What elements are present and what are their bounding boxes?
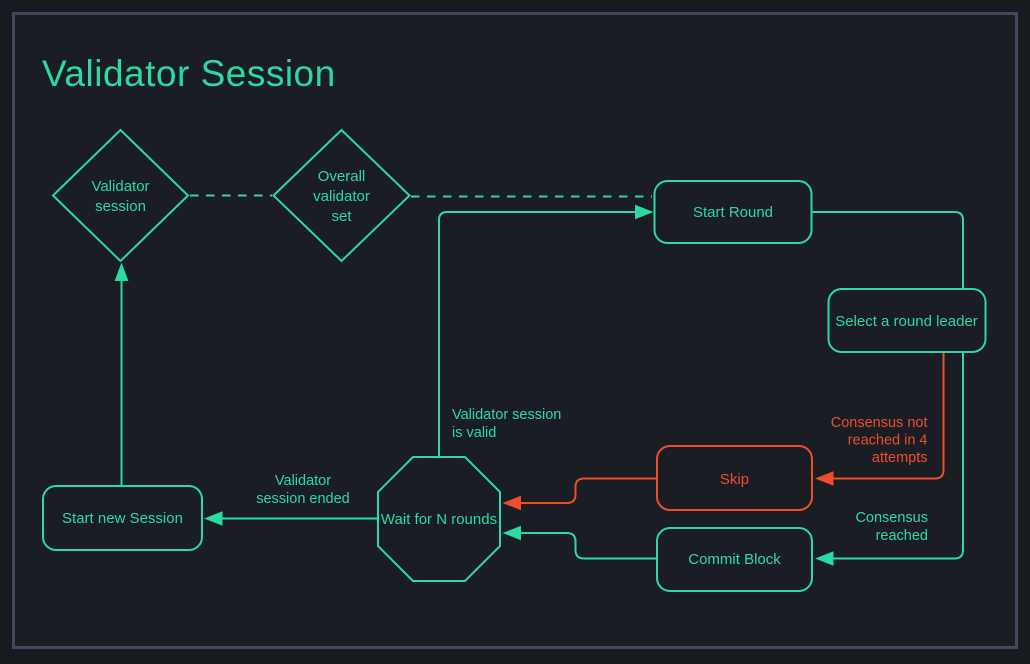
node-box (656, 527, 813, 592)
arrowhead-commit-into-wait (502, 525, 521, 541)
octagon-shape (377, 456, 501, 582)
node-label: Select a round leader (835, 313, 978, 330)
arrowhead-into-start-round (635, 204, 654, 220)
diamond-shape (51, 128, 190, 263)
node-label-line: Validator (91, 178, 149, 195)
node-box (656, 445, 813, 511)
edge-label-line: session ended (256, 491, 350, 507)
arrowhead-into-validator-session (114, 262, 129, 281)
arrowhead-skip-into-wait (502, 495, 521, 511)
node-label: Start Round (693, 204, 773, 221)
edge-select-leader-to-commit-block (832, 352, 964, 560)
node-label-line: Overall (318, 168, 366, 185)
edge-label-line: reached (876, 528, 928, 544)
node-start-new-session: Start new Session (42, 485, 203, 551)
node-wait-for-n-rounds: Wait for N rounds (377, 456, 501, 582)
edge-label-line: Consensus not (831, 415, 928, 431)
edge-label-session-ended: Validator session ended (256, 473, 350, 507)
canvas-frame (12, 12, 1018, 649)
node-select-round-leader: Select a round leader (827, 288, 987, 353)
edge-label-line: Validator session (452, 407, 561, 423)
node-label: Commit Block (688, 551, 781, 568)
node-label: Start new Session (62, 510, 183, 527)
node-box (42, 485, 203, 551)
edge-label-line: reached in 4 (848, 433, 928, 449)
diamond-shape (272, 128, 411, 263)
edge-label-line: Consensus (855, 510, 928, 526)
arrowhead-into-commit-block (815, 551, 834, 566)
node-box (653, 180, 813, 244)
arrowhead-into-skip (815, 471, 834, 486)
page-title: Validator Session (42, 53, 336, 94)
edge-start-round-to-select-leader (812, 211, 964, 289)
edge-label-consensus-reached: Consensus reached (855, 510, 928, 544)
node-label: Wait for N rounds (381, 511, 497, 528)
edge-select-leader-to-skip (832, 352, 945, 480)
edge-skip-to-wait (520, 477, 657, 504)
edge-label-line: is valid (452, 425, 496, 441)
node-commit-block: Commit Block (656, 527, 813, 592)
node-start-round: Start Round (653, 180, 813, 244)
node-overall-validator-set: Overall validator set (272, 128, 411, 263)
node-box (827, 288, 987, 353)
edge-label-line: Validator (275, 473, 331, 489)
edge-valid-to-start-round (438, 211, 636, 457)
node-skip: Skip (656, 445, 813, 511)
node-label: Skip (720, 471, 749, 488)
node-validator-session: Validator session (51, 128, 190, 263)
node-label-line: session (95, 198, 146, 215)
edge-label-consensus-not-reached: Consensus not reached in 4 attempts (831, 415, 928, 466)
edge-commit-block-to-wait (520, 532, 657, 560)
edge-label-line: attempts (872, 450, 928, 466)
edge-label-session-valid: Validator session is valid (452, 407, 561, 441)
node-label-line: set (331, 208, 352, 225)
arrowhead-into-start-new-session (204, 511, 223, 526)
node-label-line: validator (313, 188, 370, 205)
